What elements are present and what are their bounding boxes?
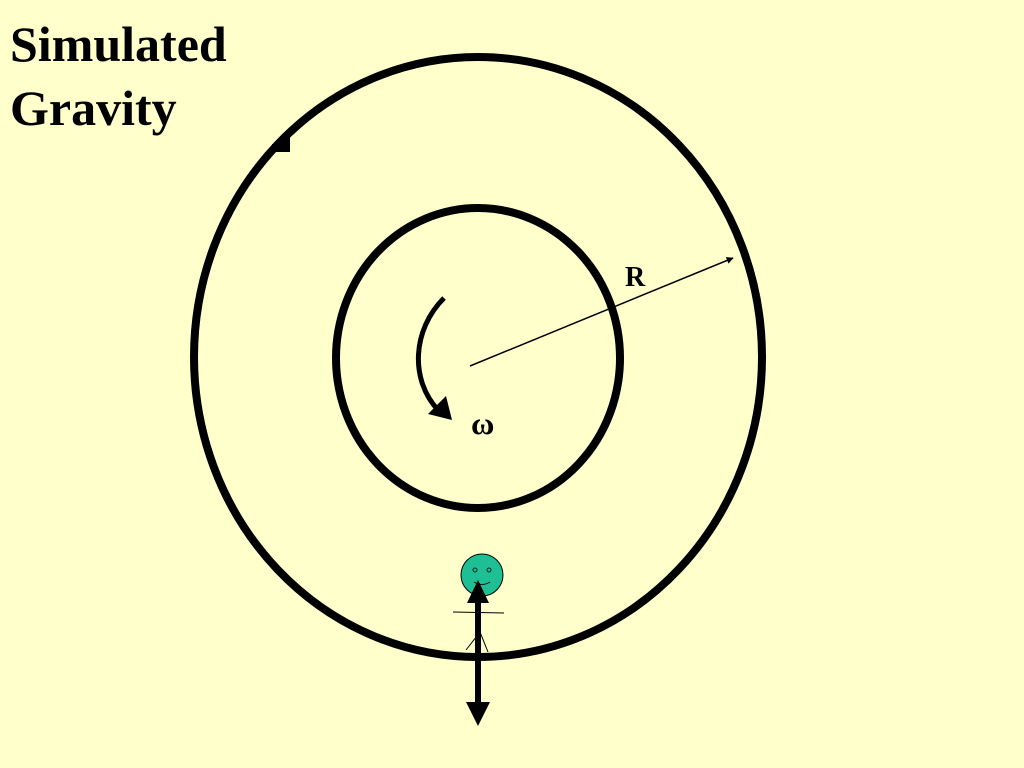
inner-ring — [332, 204, 624, 512]
force-double-arrow — [466, 580, 490, 726]
rotation-arrow — [416, 296, 446, 412]
title-line-2: Gravity — [10, 80, 177, 136]
force-arrow-up-head — [467, 580, 489, 603]
person-eye-right — [486, 567, 492, 573]
rotation-arrow-head — [428, 396, 452, 420]
radius-label: R — [625, 262, 646, 293]
force-arrow-down-head — [466, 702, 490, 726]
slide-title: Simulated Gravity — [10, 12, 227, 140]
outer-ring-notch — [272, 134, 290, 152]
person-leg-right — [479, 631, 489, 653]
omega-label: ω — [471, 405, 494, 441]
person-eye-left — [472, 567, 478, 573]
person-mouth — [473, 581, 491, 585]
title-line-1: Simulated — [10, 16, 227, 72]
radius-arrow — [469, 257, 734, 367]
